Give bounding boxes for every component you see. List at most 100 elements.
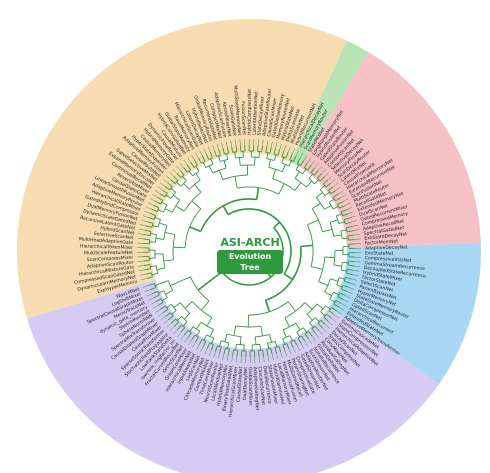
- branch-arc: [222, 174, 248, 181]
- branch-arc: [187, 329, 192, 334]
- branch-stem: [232, 349, 235, 356]
- sector-blue: [329, 242, 481, 385]
- branch-arc: [162, 253, 166, 269]
- branch-stem: [272, 169, 277, 179]
- branch-stem: [282, 344, 286, 351]
- leaf-tick: [166, 322, 172, 328]
- leaf-tick: [162, 178, 168, 184]
- leaf-label: ExoStateDecayNet: [364, 231, 408, 242]
- branch-stem: [260, 325, 263, 337]
- leaf-tick: [348, 211, 354, 214]
- branch-stem: [340, 229, 347, 232]
- branch-arc: [329, 292, 334, 300]
- branch-stem: [201, 300, 210, 311]
- branch-stem: [270, 348, 273, 355]
- branch-stem: [145, 272, 152, 275]
- leaf-tick: [188, 339, 192, 346]
- branch-stem: [150, 233, 157, 235]
- branch-arc: [304, 331, 309, 335]
- leaf-tick: [352, 229, 359, 231]
- branch-arc: [208, 157, 213, 160]
- branch-stem: [342, 284, 349, 288]
- branch-stem: [195, 337, 199, 343]
- branch-stem: [155, 237, 164, 240]
- leaf-label: CascadeScanNet: [257, 366, 267, 405]
- branch-stem: [302, 168, 307, 175]
- branch-stem: [254, 157, 256, 166]
- leaf-tick: [184, 337, 189, 343]
- branch-arc: [172, 234, 176, 260]
- leaf-tick: [183, 159, 188, 166]
- leaf-tick: [187, 157, 191, 163]
- branch-stem: [316, 192, 323, 198]
- leaf-tick: [207, 146, 211, 153]
- branch-stem: [342, 237, 349, 240]
- leaf-tick: [327, 175, 333, 181]
- branch-stem: [261, 145, 263, 152]
- branch-stem: [338, 221, 345, 224]
- branch-stem: [144, 268, 151, 271]
- branch-arc: [265, 246, 302, 302]
- branch-stem: [157, 302, 164, 306]
- branch-stem: [323, 316, 329, 322]
- leaf-tick: [204, 348, 208, 355]
- branch-stem: [182, 321, 188, 327]
- branch-stem: [326, 313, 332, 319]
- branch-stem: [311, 328, 316, 334]
- branch-stem: [191, 334, 196, 341]
- branch-stem: [313, 170, 319, 176]
- branch-stem: [184, 330, 189, 336]
- leaf-tick: [208, 349, 212, 356]
- branch-stem: [170, 188, 176, 193]
- branch-stem: [336, 284, 343, 288]
- branch-stem: [317, 173, 322, 179]
- branch-stem: [238, 157, 241, 166]
- branch-stem: [174, 321, 179, 327]
- leaf-tick: [191, 154, 195, 161]
- leaf-tick: [345, 295, 351, 299]
- leaf-label: CompressiveVsisNet: [365, 255, 412, 264]
- branch-stem: [235, 145, 238, 152]
- branch-stem: [177, 324, 182, 330]
- branch-stem: [324, 205, 332, 210]
- branch-stem: [296, 157, 301, 164]
- leaf-label: HierarchicalTokenMixer: [80, 243, 133, 251]
- leaf-tick: [275, 142, 278, 149]
- branch-stem: [267, 343, 270, 350]
- leaf-tick: [166, 175, 171, 180]
- branch-arc: [343, 277, 346, 282]
- branch-stem: [191, 200, 202, 210]
- branch-stem: [273, 154, 277, 161]
- branch-stem: [325, 182, 331, 188]
- branch-stem: [254, 336, 257, 345]
- leaf-labels: ExpHyperMemoryDynamicLearnMemoryNetCompr…: [74, 85, 427, 417]
- branch-stem: [264, 300, 271, 312]
- branch-stem: [320, 311, 326, 317]
- leaf-tick: [152, 305, 159, 309]
- branch-stem: [173, 246, 186, 249]
- branch-stem: [157, 196, 163, 201]
- branch-arc: [340, 262, 343, 271]
- leaf-tick: [144, 289, 151, 293]
- branch-arc: [335, 215, 340, 224]
- leaf-tick: [308, 338, 313, 344]
- leaf-tick: [267, 355, 270, 362]
- leaf-label: MultiStateMemoryNet: [232, 85, 242, 136]
- branch-stem: [146, 276, 153, 279]
- branch-arc: [164, 193, 168, 198]
- branch-stem: [265, 146, 268, 153]
- branch-arc: [181, 324, 186, 329]
- leaf-tick: [330, 179, 336, 184]
- branch-stem: [183, 313, 191, 320]
- branch-stem: [311, 202, 321, 210]
- branch-stem: [159, 222, 168, 226]
- leaf-tick: [142, 215, 149, 218]
- branch-stem: [319, 185, 325, 190]
- branch-arc: [345, 227, 348, 232]
- leaf-tick: [349, 215, 356, 219]
- branch-stem: [283, 273, 293, 281]
- branch-stem: [322, 179, 328, 185]
- leaf-tick: [266, 140, 269, 147]
- branch-stem: [224, 334, 228, 342]
- leaf-label: DualDecayNet: [242, 367, 249, 400]
